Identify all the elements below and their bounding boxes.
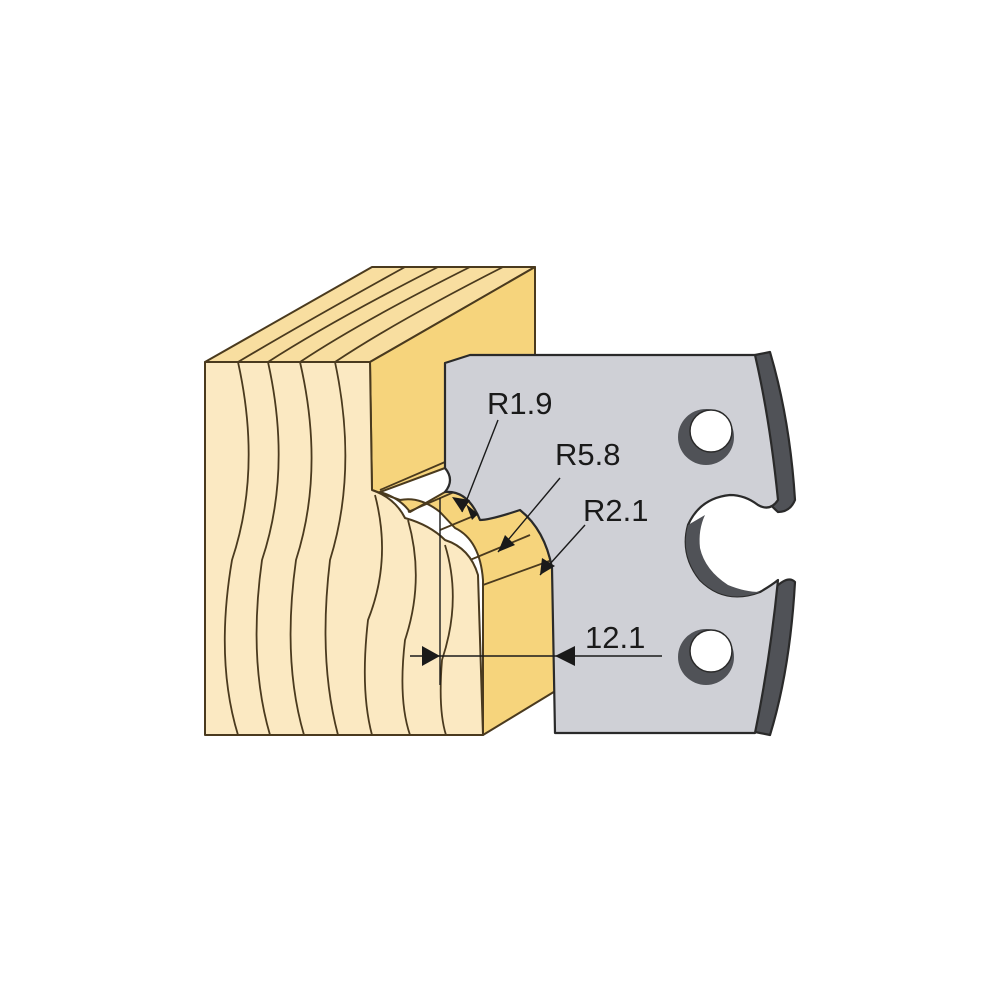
radius-label-r1-9: R1.9 bbox=[487, 386, 552, 421]
r5-8-arrowhead bbox=[498, 535, 515, 552]
dimension-annotations: R1.9 R5.8 R2.1 12.1 bbox=[410, 386, 662, 685]
knife-slot-shade bbox=[685, 515, 760, 597]
r1-9-arrowhead bbox=[452, 497, 470, 512]
width-arrow-right bbox=[555, 646, 575, 666]
knife-upper-hole bbox=[678, 409, 734, 465]
radius-label-r5-8: R5.8 bbox=[555, 437, 620, 472]
width-label-12-1: 12.1 bbox=[585, 620, 645, 655]
r2-1-arrowhead bbox=[540, 558, 555, 575]
width-arrow-left bbox=[422, 646, 440, 666]
profile-knife bbox=[443, 350, 797, 737]
knife-lower-hole bbox=[678, 629, 734, 685]
wood-top-grain bbox=[237, 266, 504, 363]
wood-front-grain bbox=[223, 361, 454, 736]
radius-label-r2-1: R2.1 bbox=[583, 493, 648, 528]
wood-front-face bbox=[204, 361, 484, 736]
knife-bevel-edge-lower bbox=[753, 578, 797, 737]
